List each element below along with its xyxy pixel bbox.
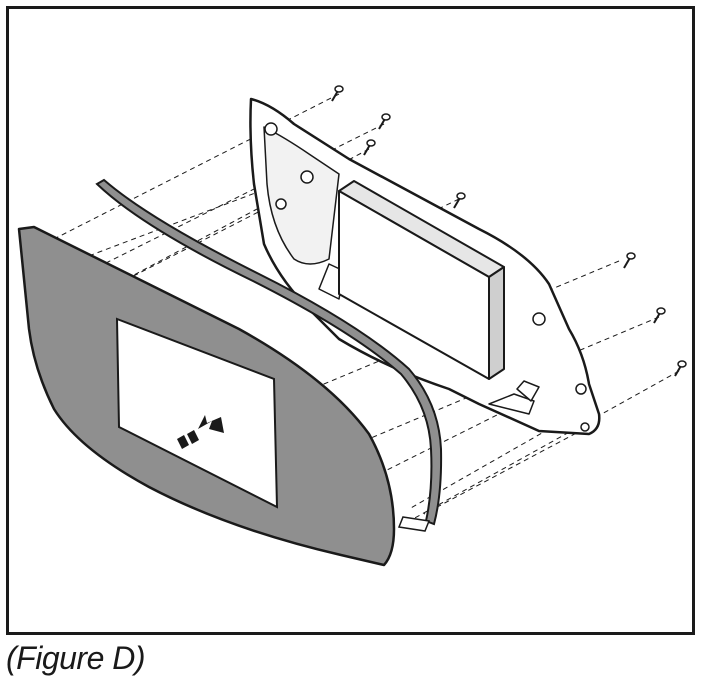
screw-icon [653, 307, 666, 324]
trim-strip [95, 178, 443, 526]
exploded-view-diagram [17, 85, 687, 567]
screw-icon [363, 139, 376, 156]
faceplate [17, 225, 396, 567]
screw-icon [331, 85, 344, 102]
screen-opening [115, 317, 279, 509]
screw-icon [623, 252, 636, 269]
install-arrow-icon [177, 415, 224, 449]
figure-caption: (Figure D) [6, 640, 146, 676]
screw-icon [674, 360, 687, 377]
diagram-frame [6, 6, 695, 635]
screw-icon [378, 113, 391, 130]
trim-clip [397, 516, 431, 532]
radio-unit [338, 180, 505, 380]
